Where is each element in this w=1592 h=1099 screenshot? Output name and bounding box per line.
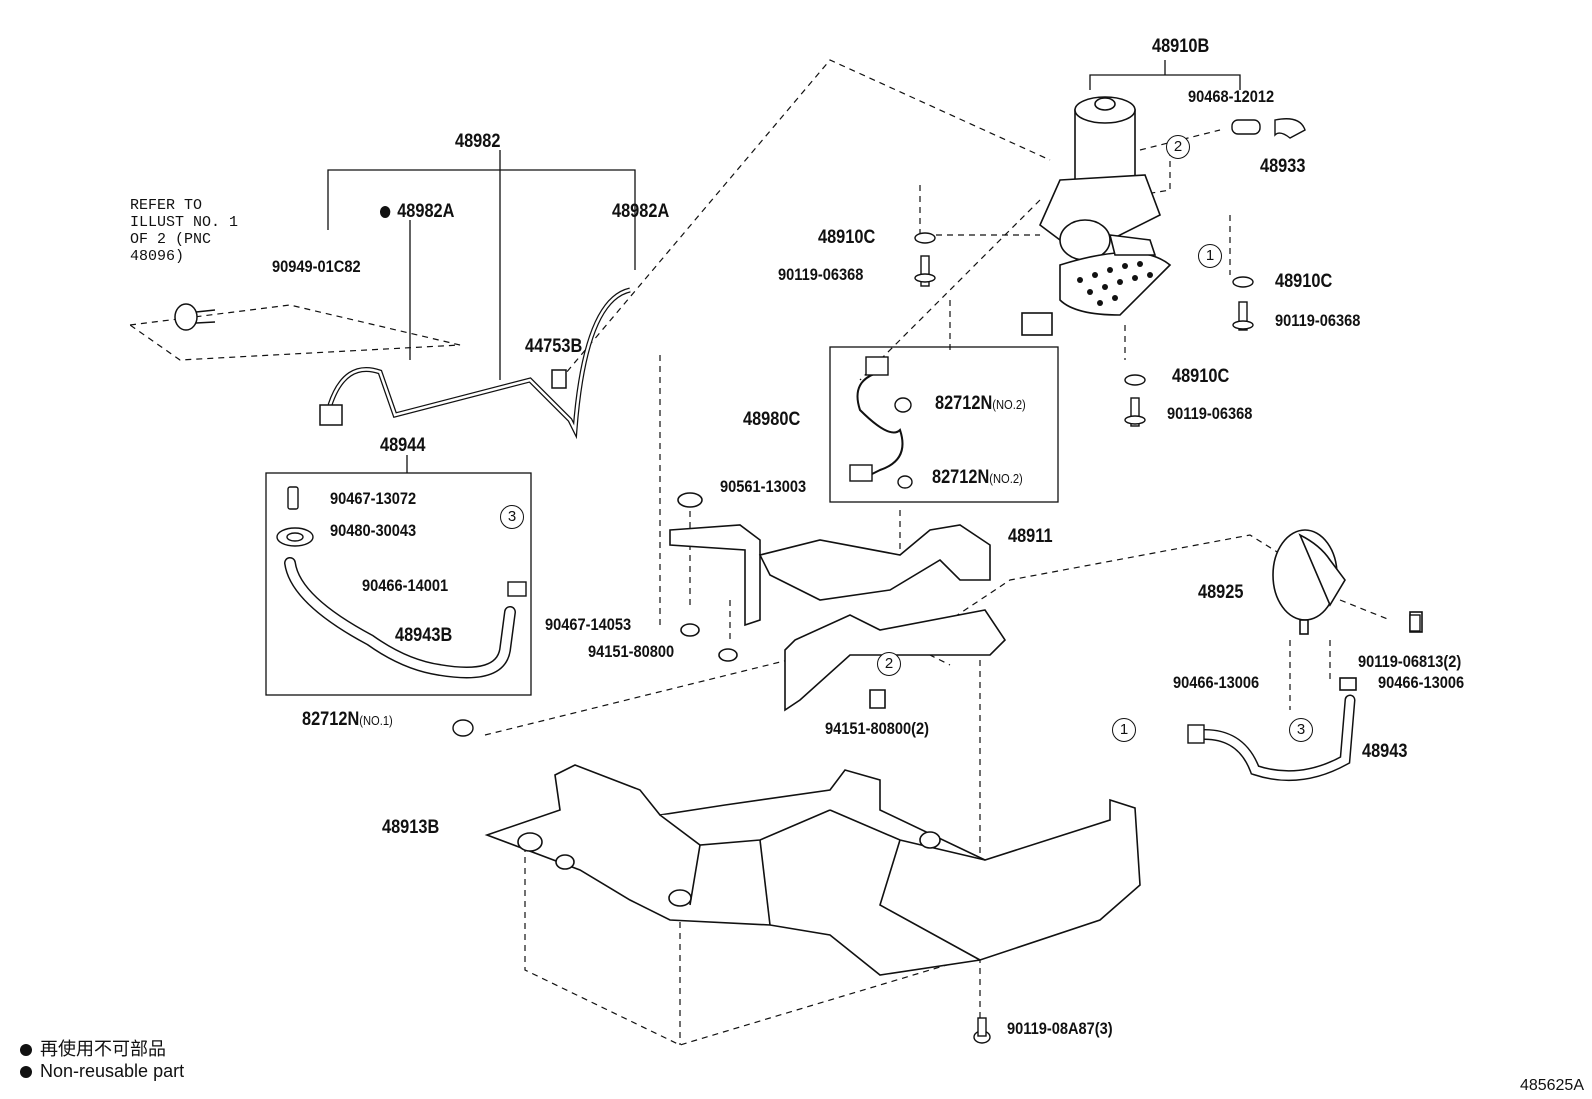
label-48982a-left-text: 48982A [397, 201, 455, 222]
legend-japanese: 再使用不可部品 [20, 1035, 166, 1061]
label-48913b: 48913B [382, 817, 440, 838]
label-90467-13072: 90467-13072 [330, 489, 417, 508]
label-90119-06368-c: 90119-06368 [1167, 404, 1253, 423]
circled-ref-2-bottom: 2 [877, 652, 901, 676]
label-48982a-left: 48982A [380, 202, 454, 221]
label-90119-08a87-3: 90119-08A87(3) [1007, 1019, 1113, 1038]
label-48910b: 48910B [1152, 36, 1210, 57]
label-44753b: 44753B [525, 336, 583, 357]
label-48982: 48982 [455, 131, 501, 152]
illustration-id: 485625A [1519, 1077, 1584, 1094]
label-90119-06368-a: 90119-06368 [778, 265, 864, 284]
label-48933: 48933 [1260, 156, 1306, 177]
label-90119-06368-b: 90119-06368 [1275, 311, 1361, 330]
circled-ref-2-top: 2 [1166, 135, 1190, 159]
label-90467-14053: 90467-14053 [545, 615, 632, 634]
refer-note: REFER TO ILLUST NO. 1 OF 2 (PNC 48096) [130, 197, 239, 265]
non-reusable-dot-icon [380, 206, 391, 218]
label-82712n-a-text: 82712N [935, 393, 993, 414]
label-no2-a: (NO.2) [992, 397, 1026, 412]
circled-ref-1-top: 1 [1198, 244, 1222, 268]
legend-dot-icon [20, 1044, 32, 1056]
label-48943b: 48943B [395, 625, 453, 646]
label-82712n-c-text: 82712N [302, 709, 360, 730]
label-48944: 48944 [380, 435, 426, 456]
label-90466-13006-a: 90466-13006 [1173, 673, 1260, 692]
label-94151-80800: 94151-80800 [588, 642, 675, 661]
label-94151-80800-2: 94151-80800(2) [825, 719, 930, 738]
legend-english-text: Non-reusable part [40, 1061, 185, 1081]
label-48911: 48911 [1008, 526, 1053, 547]
label-90119-06813-2: 90119-06813(2) [1358, 652, 1462, 671]
label-48943: 48943 [1362, 741, 1408, 762]
label-48910c-c: 48910C [1172, 366, 1230, 387]
label-90466-14001: 90466-14001 [362, 576, 449, 595]
legend-english: Non-reusable part [20, 1061, 184, 1082]
label-48980c: 48980C [743, 409, 801, 430]
circled-ref-3-right: 3 [1289, 718, 1313, 742]
label-48925: 48925 [1198, 582, 1244, 603]
label-no1: (NO.1) [359, 713, 393, 728]
legend-dot-icon [20, 1066, 32, 1078]
label-82712n-no2-a: 82712N(NO.2) [935, 394, 1026, 413]
circled-ref-1-bottom: 1 [1112, 718, 1136, 742]
circled-ref-3-left: 3 [500, 505, 524, 529]
label-90468-12012: 90468-12012 [1188, 87, 1275, 106]
label-48910c-a: 48910C [818, 227, 876, 248]
label-no2-b: (NO.2) [989, 471, 1023, 486]
label-82712n-no1: 82712N(NO.1) [302, 710, 393, 729]
label-90949-01c82: 90949-01C82 [272, 257, 361, 276]
label-48910c-b: 48910C [1275, 271, 1333, 292]
label-82712n-no2-b: 82712N(NO.2) [932, 468, 1023, 487]
legend-japanese-text: 再使用不可部品 [40, 1039, 166, 1059]
label-90466-13006-b: 90466-13006 [1378, 673, 1465, 692]
label-48982a-right: 48982A [612, 201, 670, 222]
label-82712n-b-text: 82712N [932, 467, 990, 488]
label-90561-13003: 90561-13003 [720, 477, 807, 496]
label-90480-30043: 90480-30043 [330, 521, 417, 540]
